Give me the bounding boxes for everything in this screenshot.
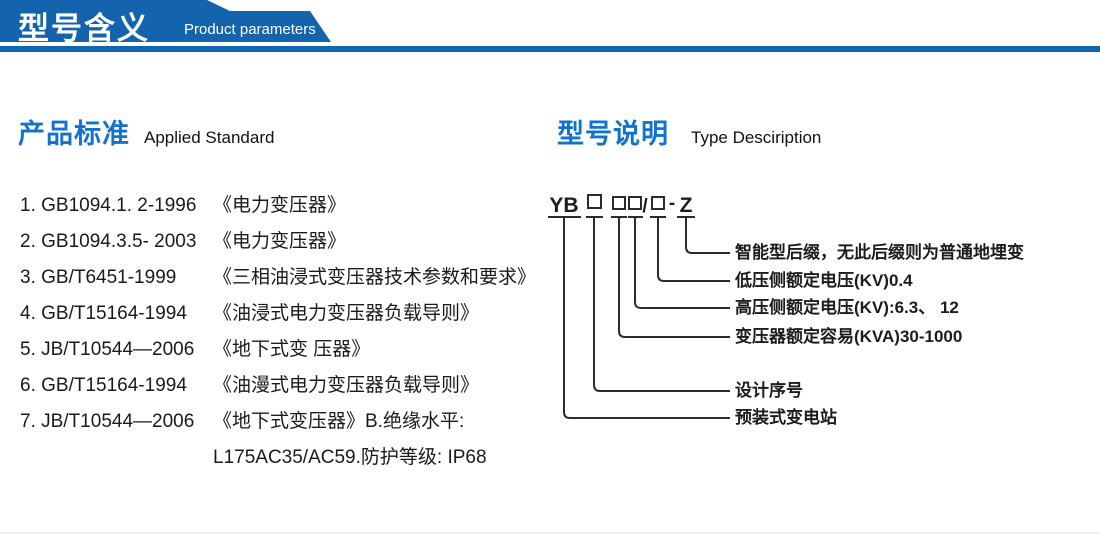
standard-code: 1. GB1094.1. 2-1996 xyxy=(20,195,197,216)
standard-code: 2. GB1094.3.5- 2003 xyxy=(20,231,197,252)
page-bottom-edge xyxy=(0,532,1100,534)
model-box xyxy=(628,196,642,210)
list-item: 3. GB/T6451-1999 《三相油浸式变压器技术参数和要求》 xyxy=(20,260,550,296)
type-description-heading-cn: 型号说明 xyxy=(557,119,669,149)
connector-lines xyxy=(563,217,730,419)
standard-code: 4. GB/T15164-1994 xyxy=(20,303,187,324)
standard-title: 《电力变压器》 xyxy=(213,231,347,252)
list-item: 7. JB/T10544—2006 《地下式变压器》B.绝缘水平: xyxy=(20,404,550,440)
list-item-continuation: L175AC35/AC59.防护等级: IP68 xyxy=(20,440,550,476)
standard-title: 《地下式变压器》B.绝缘水平: xyxy=(213,411,465,432)
standard-code: 7. JB/T10544—2006 xyxy=(20,411,195,432)
applied-standard-heading: 产品标准 Applied Standard xyxy=(18,112,274,151)
standard-title-line2: L175AC35/AC59.防护等级: IP68 xyxy=(213,447,487,468)
page-title: 型号含义 xyxy=(18,11,150,46)
model-code-diagram: YB / - Z 智能型后缀，无此后缀则为普通地埋变 低压侧额定电压(KV)0.… xyxy=(540,100,1100,534)
standard-code: 6. GB/T15164-1994 xyxy=(20,375,187,396)
standard-code: 5. JB/T10544—2006 xyxy=(20,339,195,360)
model-label-design-serial: 设计序号 xyxy=(735,381,803,400)
applied-standard-heading-cn: 产品标准 xyxy=(18,119,130,149)
list-item: 6. GB/T15164-1994 《油漫式电力变压器负载导则》 xyxy=(20,368,550,404)
standard-title: 《地下式变 压器》 xyxy=(213,339,371,360)
model-box xyxy=(587,194,602,209)
list-item: 4. GB/T15164-1994 《油浸式电力变压器负载导则》 xyxy=(20,296,550,332)
standard-title: 《三相油浸式变压器技术参数和要求》 xyxy=(213,267,537,288)
model-label-lv-voltage: 低压侧额定电压(KV)0.4 xyxy=(735,271,913,290)
model-box xyxy=(651,196,665,210)
model-label-hv-voltage: 高压侧额定电压(KV):6.3、 12 xyxy=(735,298,959,317)
standard-code-empty xyxy=(20,440,213,476)
model-label-smart-suffix: 智能型后缀，无此后缀则为普通地埋变 xyxy=(735,243,1024,262)
model-label-prefab-substation: 预装式变电站 xyxy=(735,408,837,427)
model-label-rated-capacity: 变压器额定容易(KVA)30-1000 xyxy=(735,327,963,346)
list-item: 1. GB1094.1. 2-1996 《电力变压器》 xyxy=(20,188,550,224)
standard-title: 《电力变压器》 xyxy=(213,195,347,216)
model-box xyxy=(612,196,626,210)
type-description-heading-en: Type Desciription xyxy=(691,128,822,147)
applied-standard-heading-en: Applied Standard xyxy=(144,128,275,147)
header-banner: 型号含义 Product parameters xyxy=(0,0,1100,54)
list-item: 2. GB1094.3.5- 2003 《电力变压器》 xyxy=(20,224,550,260)
model-code-lines: YB / - Z xyxy=(548,193,730,419)
standard-title: 《油浸式电力变压器负载导则》 xyxy=(213,303,480,324)
type-description-heading: 型号说明 Type Desciription xyxy=(557,112,821,151)
list-item: 5. JB/T10544—2006 《地下式变 压器》 xyxy=(20,332,550,368)
model-part-yb: YB xyxy=(549,194,578,217)
standards-list: 1. GB1094.1. 2-1996 《电力变压器》 2. GB1094.3.… xyxy=(20,188,550,476)
standard-title: 《油漫式电力变压器负载导则》 xyxy=(213,375,480,396)
model-part-z: Z xyxy=(680,194,693,217)
standard-code: 3. GB/T6451-1999 xyxy=(20,267,177,288)
page-subtitle: Product parameters xyxy=(184,21,316,38)
model-part-dash: - xyxy=(669,193,675,214)
banner-shape xyxy=(0,0,1100,52)
model-part-slash: / xyxy=(642,196,648,217)
